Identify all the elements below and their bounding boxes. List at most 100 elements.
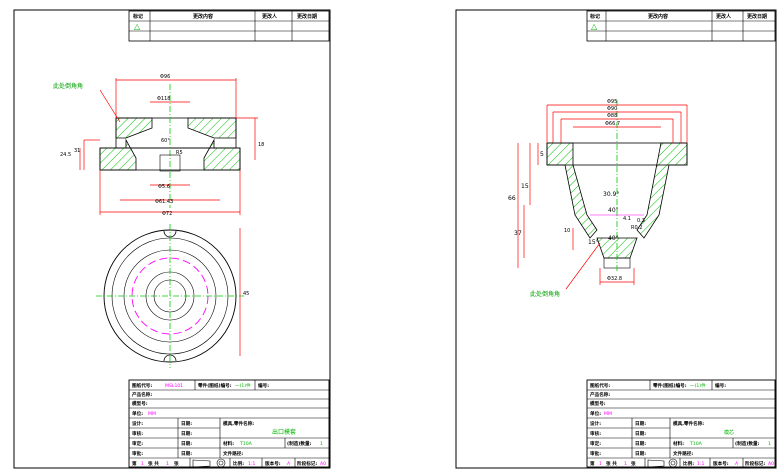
left-title-block (128, 379, 330, 468)
right-tb-date-label-3: 日期: (635, 440, 646, 447)
right-callout-leader (565, 242, 601, 290)
left-rev-header-date: 更改日期 (297, 13, 317, 20)
right-tb-material-label: 材料: (672, 440, 684, 447)
left-dim-inner-diam: Φ5.6 (158, 184, 170, 190)
right-tb-of-label: 张 共 (606, 460, 617, 467)
left-tb-check-label: 审核: (132, 430, 143, 437)
left-dim-small-r: R5 (176, 150, 183, 156)
right-tb-tool-label: 模具,零件名称: (673, 420, 704, 427)
left-section-hatch-left (115, 117, 153, 139)
left-rev-header-person: 更改人 (262, 13, 278, 20)
left-section-hatch-lower-left (99, 138, 137, 171)
right-tb-part-no: 一(1)件 (690, 382, 706, 389)
right-dim-left-5: 5 (540, 151, 544, 158)
right-tb-qty: 1 (768, 441, 771, 447)
right-tb-sheet-label: 第 (590, 460, 595, 467)
right-tb-check-label: 审核: (590, 430, 601, 437)
right-tb-scale-label: 比例: (683, 460, 694, 467)
right-tb-product-label: 产品名称: (590, 391, 610, 398)
right-title-block (586, 379, 776, 468)
left-tb-version-label: 版本号: (265, 460, 281, 467)
left-tb-process-label: 审定: (132, 440, 143, 447)
left-dim-right-height: 18 (258, 142, 264, 148)
right-dim-angle2: 40° (608, 207, 619, 214)
left-section-hatch-lower-right (203, 138, 241, 171)
right-dim-angle1: 30.9° (603, 191, 619, 198)
right-tb-date-label-4: 日期: (635, 450, 646, 457)
right-callout: 此处倒角角 (530, 290, 560, 298)
right-rev-header-person: 更改人 (716, 13, 732, 20)
right-tb-stage-label: 阶段标记: (745, 460, 765, 467)
right-dim-top-inner3: Φ66.7 (605, 121, 620, 127)
right-dim-left-15: 15 (521, 183, 529, 190)
right-tb-unit-label: 单位: (590, 410, 601, 417)
left-section-hatch-right (187, 117, 237, 139)
right-tb-tool-name: 模芯 (724, 429, 734, 436)
right-dim-ang15: 15° (588, 239, 599, 246)
right-tb-file-label: 文件路径: (673, 450, 693, 457)
left-tb-version: A (287, 461, 291, 467)
left-plan-view (96, 224, 244, 368)
left-dim-mid-left: 31 (74, 148, 80, 154)
left-dim-height-left: 24.5 (60, 152, 71, 158)
right-tb-date-label-1: 日期: (635, 420, 646, 427)
right-sheet: 标记 更改内容 更改人 更改日期 △ (455, 9, 777, 469)
left-tb-model-label: 模型号: (132, 400, 148, 407)
right-dim-left-37: 37 (514, 230, 522, 237)
left-tb-drawing-no-label: 图纸代号: (132, 382, 152, 389)
left-projection-symbol (192, 458, 226, 468)
left-dim-lower-diam: Φ61.43 (155, 199, 173, 205)
left-tb-date-label-1: 日期: (181, 420, 192, 427)
right-revision-table: 标记 更改内容 更改人 更改日期 △ (586, 10, 776, 42)
left-rev-header-content: 更改内容 (193, 13, 213, 20)
left-tb-material-label: 材料: (222, 440, 234, 447)
right-tb-no-label: 编号: (715, 382, 726, 389)
left-tb-design-label: 设计: (132, 420, 143, 427)
right-tb-unit: MM (604, 411, 612, 417)
left-tb-part-no: 一(1)件 (235, 382, 251, 389)
left-tb-sheet-no: 1 (141, 461, 144, 467)
left-callout-leader (99, 89, 121, 123)
left-dim-bottom-diam: Φ72 (162, 211, 172, 217)
left-tb-part-no-label: 零件(图纸)编号: (198, 382, 232, 389)
right-dim-top-inner2: Φ88 (607, 113, 617, 119)
left-tb-date-label-4: 日期: (181, 450, 192, 457)
right-rev-header-date: 更改日期 (747, 13, 767, 20)
left-title-block-text: 图纸代号: MSL101 零件(图纸)编号: 一(1)件 编号: 产品名称: 模… (132, 382, 326, 467)
left-tb-file-label: 文件路径: (223, 450, 243, 457)
left-tb-no-label: 编号: (258, 382, 269, 389)
left-dim-inner-top: Φ118 (157, 96, 170, 102)
right-title-block-text: 图纸代号: 零件(图纸)编号: 一(1)件 编号: 产品名称: 模型号: 单位:… (590, 382, 774, 467)
left-rev-mark-symbol: △ (134, 22, 141, 31)
right-rev-header-mark: 标记 (589, 13, 600, 20)
left-tb-approve-label: 审批: (132, 450, 143, 457)
right-tb-design-label: 设计: (590, 420, 601, 427)
right-tb-sheet-no: 1 (599, 461, 602, 467)
left-tb-tool-name: 出口模套 (272, 428, 296, 436)
left-tb-product-label: 产品名称: (132, 391, 152, 398)
right-dim-angle3: 40° (608, 235, 619, 242)
right-rev-mark-symbol: △ (591, 22, 598, 31)
left-dim-angle: 60° (161, 138, 170, 144)
left-dim-top-width: Φ96 (160, 74, 170, 80)
right-tb-qty-label: (制造)数量: (735, 440, 760, 447)
right-tb-stage: A0 (768, 461, 774, 467)
left-sheet-border (13, 9, 331, 469)
left-tb-material: T10A (239, 441, 253, 447)
left-tb-qty: 1 (320, 441, 323, 447)
right-tb-part-no-label: 零件(图纸)编号: (653, 382, 687, 389)
left-tb-date-label-3: 日期: (181, 440, 192, 447)
left-tb-total-suffix: 张 (174, 460, 179, 467)
left-rev-header-mark: 标记 (132, 13, 143, 20)
right-tb-total-suffix: 张 (631, 460, 636, 467)
right-tb-process-label: 审定: (590, 440, 601, 447)
right-tb-version-label: 版本号: (713, 460, 729, 467)
right-tb-approve-label: 审批: (590, 450, 601, 457)
left-dimensions (79, 78, 258, 356)
left-tb-qty-label: (制造)数量: (287, 440, 312, 447)
right-tb-date-label-2: 日期: (635, 430, 646, 437)
right-section-hatch-left (546, 142, 598, 239)
left-tb-unit: MM (148, 411, 156, 417)
left-revision-table: 标记 更改内容 更改人 更改日期 △ (128, 10, 330, 42)
right-dim-left-10: 10 (564, 228, 570, 234)
